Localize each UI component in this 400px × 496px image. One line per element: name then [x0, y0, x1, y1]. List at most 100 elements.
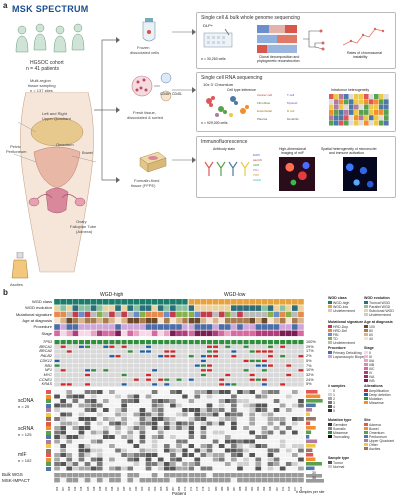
track-cell: [285, 324, 292, 330]
bulk-cell: [182, 473, 188, 478]
legend-swatch: [328, 409, 332, 413]
assay-cell: [273, 417, 280, 421]
assay-cell: [139, 435, 146, 439]
legend-label: Adnexa: [369, 422, 381, 427]
track-cell: [298, 311, 304, 318]
assay-cell: [133, 408, 140, 412]
gene-cell-bg: [188, 344, 195, 349]
assay-cell: [109, 417, 115, 421]
track-cell: [200, 311, 207, 318]
assay-cell: [66, 403, 73, 408]
wgs-step3-b: instability: [353, 55, 368, 59]
gene-cell-bg: [157, 368, 164, 373]
assay-cell: [224, 462, 231, 466]
frozen-vial-icon: [142, 18, 156, 42]
gene-cell-bg: [109, 349, 115, 354]
site-swatch: [46, 448, 51, 453]
assay-cell: [243, 390, 249, 394]
impact-bar: [306, 479, 324, 483]
bulk-cell: [96, 473, 103, 478]
assay-cell: [224, 417, 231, 421]
legend-label: Upper Quadrant: [369, 438, 395, 443]
gene-alteration-mark: [243, 359, 249, 362]
track-cell: [249, 330, 256, 337]
gene-cell-bg: [279, 377, 286, 382]
legend-swatch: [364, 435, 368, 439]
assay-cell: [212, 466, 219, 471]
gene-cell-bg: [115, 377, 121, 382]
assay-cell: [237, 426, 243, 430]
assay-cell: [90, 439, 97, 444]
site-bar: [306, 462, 322, 466]
legend-label: Truncal WGD: [369, 300, 391, 305]
assay-cell: [200, 457, 207, 462]
legend-label: III: [369, 354, 372, 359]
assay-cell: [261, 462, 268, 466]
site-swatch: [46, 399, 51, 403]
gene-cell-bg: [170, 358, 176, 363]
track-cell: [176, 324, 182, 330]
assay-cell: [139, 462, 146, 466]
anatomy-label-fallopian: Fallopian Tube: [70, 224, 97, 229]
assay-cell: [267, 435, 274, 439]
gene-alteration-mark: [188, 355, 194, 358]
track-cell: [182, 330, 188, 337]
assay-cell: [243, 453, 249, 457]
assay-cell: [267, 457, 274, 462]
track-cell: [267, 317, 274, 324]
assay-cell: [267, 403, 274, 408]
assay-cell: [115, 403, 121, 408]
gene-cell-bg: [170, 372, 176, 378]
track-cell: [127, 317, 134, 324]
track-cell: [145, 324, 152, 330]
gene-alteration-mark: [164, 340, 170, 345]
gene-alteration-mark: [103, 340, 109, 345]
sorted-cells-icon: [131, 72, 172, 102]
bulk-cell: [231, 478, 237, 483]
assay-cell: [182, 399, 188, 403]
assay-cell: [231, 408, 237, 412]
legend-label: Peritoneum: [369, 434, 387, 439]
assay-cell: [298, 466, 304, 471]
assay-cell: [273, 390, 280, 394]
assay-cell: [218, 390, 225, 394]
gene-alteration-mark: [280, 383, 286, 386]
assay-cell: [72, 426, 79, 430]
assay-cell: [224, 399, 231, 403]
gene-cell-bg: [285, 354, 292, 359]
group-wgd-low: WGD-low: [224, 292, 246, 298]
gene-cell-bg: [182, 377, 188, 382]
assay-cell: [127, 399, 134, 403]
assay-cell: [133, 435, 140, 439]
if-step3-b: and immune activation: [329, 151, 365, 155]
track-cell: [237, 330, 243, 337]
assay-cell: [78, 408, 85, 412]
gene-percent: 5%: [306, 358, 312, 363]
legend-swatch: [328, 393, 332, 397]
gene-cell-bg: [151, 349, 158, 354]
track-cell: [279, 299, 286, 305]
gene-cell-bg: [218, 372, 225, 378]
gene-alteration-mark: [225, 340, 231, 345]
gene-alteration-mark: [268, 345, 273, 348]
legend-label: 60: [369, 332, 373, 337]
legend-label: 100: [369, 324, 375, 329]
assay-cell: [273, 430, 280, 435]
track-cell: [96, 305, 103, 311]
spatial-image: [343, 157, 377, 191]
gene-cell-bg: [176, 358, 182, 363]
gene-cell-bg: [279, 363, 286, 368]
gene-cell-bg: [127, 372, 134, 378]
assay-cell: [243, 462, 249, 466]
assay-cell: [96, 439, 103, 444]
assay-cell: [298, 426, 304, 430]
assay-cell: [102, 439, 109, 444]
bulk-cell: [127, 478, 134, 483]
gene-cell-bg: [182, 382, 188, 387]
assay-cell: [84, 421, 91, 426]
assay-cell: [115, 453, 121, 457]
assay-cell: [145, 444, 152, 448]
gene-cell-bg: [176, 354, 182, 359]
assay-cell: [194, 439, 201, 444]
gene-alteration-mark: [78, 345, 84, 348]
